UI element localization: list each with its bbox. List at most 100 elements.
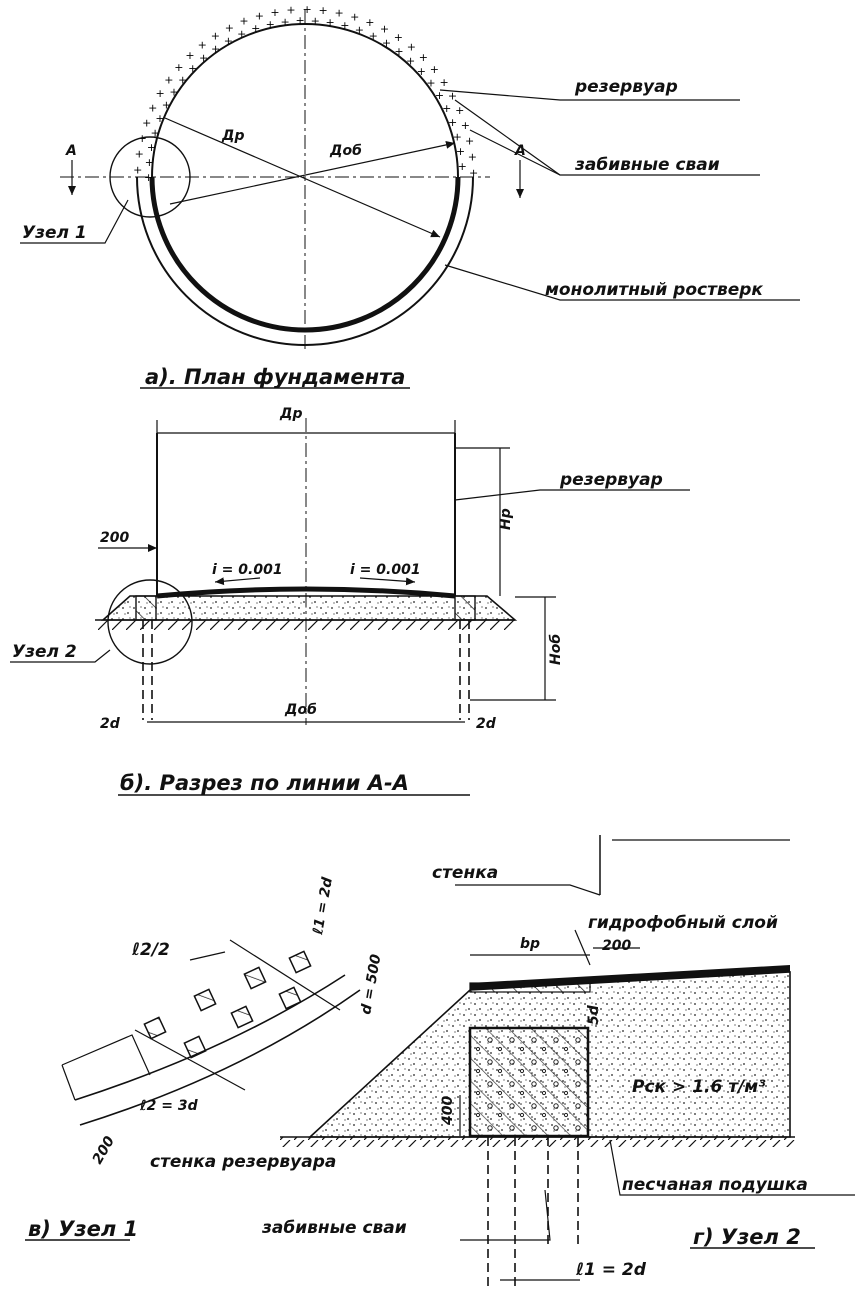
grillage-left [135,595,157,621]
pile-cross: + [266,18,275,31]
plan-label-dp: Дp [221,128,245,144]
pile-square [143,1016,167,1040]
pile-cross: + [286,4,295,17]
pile-cross: + [162,99,171,112]
node2-label-cushion: песчаная подушка [622,1175,808,1195]
node1-caption: в) Узел 1 [28,1217,138,1241]
pile-cross: + [340,19,349,32]
node1-dim-l1: ℓ1 = 2d [310,875,336,936]
pile-cross: + [185,49,194,62]
pile-cross: + [169,85,178,98]
node2-label-piles: забивные сваи [261,1218,407,1238]
section-view: Др Hр Hоб Доб 200 i = 0.001 i = 0.001 2d… [10,406,690,796]
pile-cross: + [458,160,467,173]
node2-caption: г) Узел 2 [693,1225,801,1249]
plan-caption: а). План фундамента [145,365,405,389]
pile-cross: + [326,16,335,29]
pile-cross: + [456,145,465,158]
section-dim-dob: Доб [284,702,317,718]
node2-dim-l1: ℓ1 = 2d [575,1260,647,1280]
node2-circle [107,579,193,665]
pile-cross: + [148,101,157,114]
section-dim-dp: Др [279,406,303,422]
node2-label-hydro: гидрофобный слой [588,913,778,933]
pile-cross: + [155,112,164,125]
pile-cross: + [133,164,142,177]
node1-dim-200: 200 [90,1133,119,1167]
pile-cross: + [199,52,208,65]
pile-cross: + [156,87,165,100]
pile-cross: + [407,40,416,53]
node2-label-density: Pск > 1.6 т/м³ [632,1077,766,1097]
section-label-node2: Узел 2 [12,642,77,662]
node1-label-wall: стенка резервуара [150,1152,336,1172]
pile-cross: + [334,6,343,19]
pile-cross: + [135,148,144,161]
grillage-right [454,595,476,621]
pile-cross: + [453,130,462,143]
pile-cross: + [382,36,391,49]
section-dim-2d-right: 2d [476,716,497,732]
pile-cross: + [239,15,248,28]
node1-dim-l2: ℓ2 = 3d [139,1098,199,1114]
pile-cross: + [251,22,260,35]
pile-cross: + [448,116,457,129]
pile-cross: + [174,61,183,74]
section-caption: б). Разрез по линии А-А [120,771,409,795]
pile-cross: + [270,6,279,19]
pile-square [243,966,267,990]
pile-cross: + [255,10,264,23]
pile-cross: + [150,126,159,139]
pile-cross: + [469,167,478,180]
section-slope-right: i = 0.001 [350,562,421,578]
pile-cross: + [417,65,426,78]
plan-label-node1: Узел 1 [22,223,87,243]
plan-label-reservoir: резервуар [574,77,678,97]
node1-view: стенка резервуара ℓ2/2 ℓ1 = 2d ℓ2 = 3d d… [25,875,385,1241]
pile-square [183,1035,207,1059]
pile-cross: + [394,31,403,44]
pile-cross: + [419,51,428,64]
section-dim-hp: Hр [498,508,514,530]
node1-piles [143,950,312,1059]
sand-foundation [100,595,518,621]
node2-label-wall: стенка [432,863,498,883]
plan-label-grillage: монолитный ростверк [545,280,763,300]
section-dim-hob: Hоб [548,634,564,665]
pile-cross: + [225,21,234,34]
pile-cross: + [426,77,435,90]
node1-dim-l2-half: ℓ2/2 [131,940,170,960]
pile-cross: + [211,42,220,55]
node2-plate [469,982,591,993]
pile-cross: + [380,23,389,36]
ground-line-node2 [280,1137,795,1147]
pile-cross: + [442,102,451,115]
pile-cross: + [178,73,187,86]
pile-cross: + [430,63,439,76]
pile-cross: + [188,62,197,75]
pile-cross: + [198,39,207,52]
pile-cross: + [355,23,364,36]
pile-cross: + [406,54,415,67]
section-slope-left: i = 0.001 [212,562,283,578]
foundation-bottom [156,586,456,599]
pile-cross: + [302,3,311,16]
pile-cross: + [435,89,444,102]
pile-cross: + [224,34,233,47]
ground-line [95,620,515,630]
pile-cross: + [369,29,378,42]
pile-cross: + [468,151,477,164]
pile-square [288,950,312,974]
pile-cross: + [164,73,173,86]
plan-section-mark-right: А [514,143,526,159]
pile-cross: + [296,14,305,27]
pile-cross: + [439,76,448,89]
pile-cross: + [281,15,290,28]
pile-cross: + [211,29,220,42]
section-dim-200: 200 [100,530,129,546]
pile-square [278,986,302,1010]
pile-cross: + [465,135,474,148]
pile-cross: + [394,45,403,58]
section-label-reservoir: резервуар [559,470,663,490]
